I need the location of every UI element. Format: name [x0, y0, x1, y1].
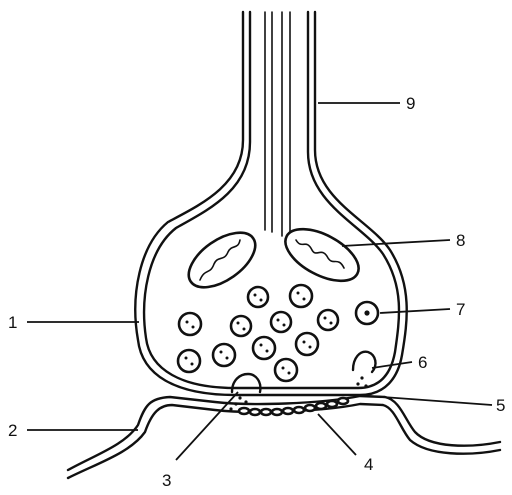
synaptic-vesicle	[231, 316, 251, 336]
stipple-dot	[266, 350, 269, 353]
postsynaptic-membrane-inner	[68, 404, 500, 478]
stipple-dot	[277, 319, 280, 322]
stipple-dot	[288, 372, 291, 375]
receptor-bead	[261, 409, 271, 415]
stipple-dot	[303, 341, 306, 344]
receptor-bead	[272, 409, 282, 415]
transmitter-dot	[356, 382, 359, 385]
transmitter-dot	[229, 407, 232, 410]
label-5: 5	[496, 396, 505, 415]
transmitter-dot	[364, 384, 367, 387]
synaptic-vesicle	[178, 350, 200, 372]
receptor-bead	[294, 407, 304, 413]
synaptic-vesicle	[271, 312, 291, 332]
synaptic-vesicle	[213, 344, 235, 366]
synaptic-vesicle	[179, 313, 201, 335]
receptor-beads	[239, 398, 348, 415]
fusing-vesicle-outline	[353, 352, 375, 372]
stipple-dot	[237, 322, 240, 325]
label-9: 9	[406, 94, 415, 113]
mitochondria	[179, 219, 366, 299]
stipple-dot	[186, 321, 189, 324]
synaptic-vesicle	[318, 310, 338, 330]
label-4: 4	[364, 455, 373, 474]
stipple-dot	[254, 294, 257, 297]
transmitter-dot	[360, 376, 363, 379]
synaptic-vesicle	[275, 359, 297, 381]
stipple-dot	[192, 326, 195, 329]
stipple-dot	[297, 292, 300, 295]
leader-lines	[27, 103, 492, 460]
axon-terminal	[135, 12, 406, 395]
terminal-outer-membrane	[135, 12, 406, 395]
stipple-dot	[303, 298, 306, 301]
leader-line-7	[380, 309, 450, 313]
stipple-dot	[364, 310, 369, 315]
receptor-bead	[338, 398, 348, 404]
stipple-dot	[191, 363, 194, 366]
exocytosis-pocket	[232, 374, 260, 392]
label-6: 6	[418, 353, 427, 372]
leader-line-8	[342, 240, 450, 246]
synaptic-vesicle	[296, 333, 318, 355]
mitochondrion-left	[179, 222, 264, 298]
stipple-dot	[283, 324, 286, 327]
stipple-dot	[260, 344, 263, 347]
label-8: 8	[456, 231, 465, 250]
transmitter-dot	[238, 396, 241, 399]
leader-line-4	[318, 414, 356, 455]
label-1: 1	[8, 313, 17, 332]
stipple-dot	[324, 317, 327, 320]
receptor-bead	[316, 403, 326, 409]
receptor-bead	[283, 408, 293, 414]
transmitter-dot	[234, 402, 237, 405]
label-7: 7	[456, 300, 465, 319]
receptor-bead	[250, 409, 260, 415]
fusing-vesicle	[353, 352, 375, 388]
stipple-dot	[330, 322, 333, 325]
label-3: 3	[162, 471, 171, 490]
receptor-bead	[327, 401, 337, 407]
postsynaptic-membrane-outer	[68, 396, 500, 470]
synaptic-vesicles	[178, 285, 378, 381]
stipple-dot	[282, 367, 285, 370]
stipple-dot	[309, 346, 312, 349]
stipple-dot	[260, 299, 263, 302]
synaptic-vesicle	[248, 287, 268, 307]
receptor-bead	[305, 405, 315, 411]
stipple-dot	[243, 328, 246, 331]
stipple-dot	[185, 357, 188, 360]
neurofibrils	[265, 12, 290, 236]
synaptic-vesicle	[290, 285, 312, 307]
receptor-bead	[239, 408, 249, 414]
label-2: 2	[8, 421, 17, 440]
synaptic-vesicle	[253, 337, 275, 359]
stipple-dot	[220, 351, 223, 354]
stipple-dot	[226, 357, 229, 360]
transmitter-dot	[244, 400, 247, 403]
